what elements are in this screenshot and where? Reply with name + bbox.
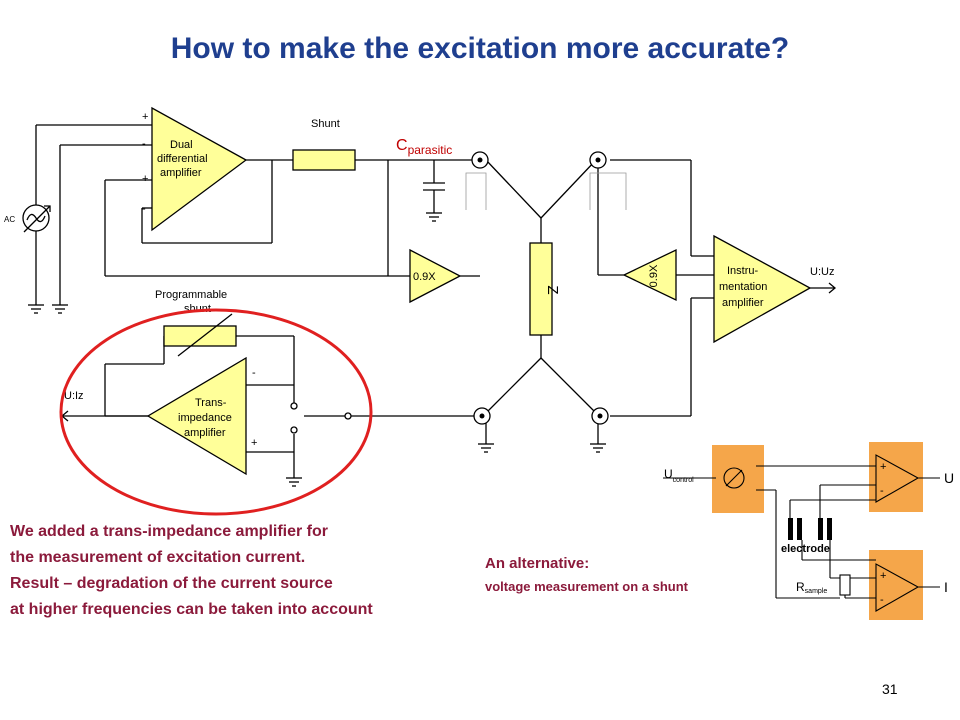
lower-amp-plus: + — [880, 570, 886, 582]
description-line-3: Result – degradation of the current sour… — [10, 575, 333, 592]
r-sample-label: Rsample — [796, 580, 827, 595]
ac-source-icon — [22, 204, 51, 233]
lower-amp-minus: - — [880, 594, 884, 606]
inst-amp-label-2: mentation — [719, 281, 767, 293]
electrode-bottom-right — [591, 407, 609, 425]
buffer-left-label: 0.9X — [413, 271, 436, 283]
output-uz-label: U:Uz — [810, 266, 834, 278]
prog-shunt-label-1: Programmable — [155, 289, 227, 301]
buffer-right — [622, 248, 677, 302]
highlight-circle — [59, 308, 373, 516]
inst-amp-label-1: Instru- — [727, 265, 759, 277]
dual-amp-label-2: differential — [157, 153, 208, 165]
buffer-left — [409, 248, 462, 304]
electrode-top-right — [589, 151, 607, 169]
programmable-shunt — [163, 325, 237, 347]
instrumentation-amplifier — [713, 234, 812, 344]
shunt-label: Shunt — [311, 118, 340, 130]
dual-amp-pin-1: + — [142, 111, 148, 123]
upper-amp-minus: - — [880, 485, 884, 497]
description-line-2: the measurement of excitation current. — [10, 549, 306, 566]
alternative-title: An alternative: — [485, 555, 590, 572]
description-line-1: We added a trans-impedance amplifier for — [10, 523, 329, 540]
terminal — [290, 402, 298, 410]
terminal — [344, 412, 352, 420]
electrode-bottom-left — [473, 407, 491, 425]
out-u-label: U — [944, 470, 954, 486]
terminal — [290, 426, 298, 434]
electrode-label: electrode — [781, 543, 830, 555]
impedance-z — [529, 242, 553, 336]
output-uiz-label: U:Iz — [64, 390, 84, 402]
trans-impedance-amplifier — [146, 356, 247, 476]
trans-amp-label-3: amplifier — [184, 427, 226, 439]
shunt-resistor — [292, 149, 356, 171]
slide-title: How to make the excitation more accurate… — [170, 32, 790, 65]
dual-amp-label-3: amplifier — [160, 167, 202, 179]
inst-amp-label-3: amplifier — [722, 297, 764, 309]
dual-amp-label-1: Dual — [170, 139, 193, 151]
source-label: AC — [4, 215, 15, 224]
dual-amp-pin-3: + — [142, 173, 148, 185]
dual-differential-amplifier — [151, 106, 248, 232]
u-control-label: Ucontrol — [664, 467, 694, 484]
page-number: 31 — [882, 681, 898, 697]
buffer-right-label: 0.9X — [648, 264, 660, 287]
impedance-label: Z — [544, 285, 561, 294]
alternative-schematic: Ucontrol electrode Rsample + - + - U I — [662, 438, 960, 624]
electrode-top-left — [471, 151, 489, 169]
upper-amp-plus: + — [880, 461, 886, 473]
trans-amp-pin-minus: - — [252, 367, 256, 379]
alternative-text: voltage measurement on a shunt — [485, 579, 688, 594]
trans-amp-pin-plus: + — [251, 437, 257, 449]
trans-amp-label-2: impedance — [178, 412, 232, 424]
description-line-4: at higher frequencies can be taken into … — [10, 601, 373, 618]
c-parasitic-label: Cparasitic — [396, 137, 452, 157]
dual-amp-pin-4: - — [142, 203, 146, 215]
out-i-label: I — [944, 579, 948, 595]
trans-amp-label-1: Trans- — [195, 397, 227, 409]
dual-amp-pin-2: - — [142, 138, 146, 150]
